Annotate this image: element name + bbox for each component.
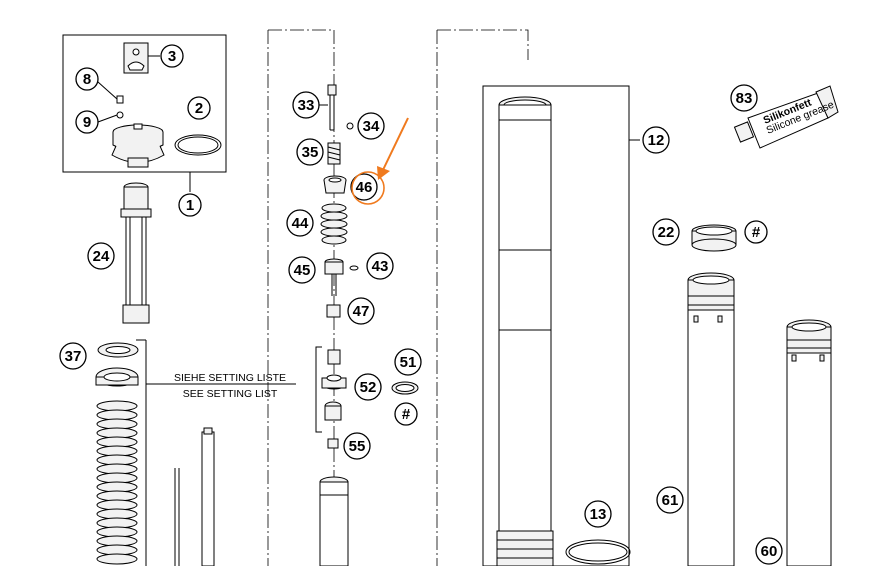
callout-22: 22 [652, 218, 680, 246]
svg-text:SIEHE SETTING LISTE: SIEHE SETTING LISTE [174, 372, 286, 384]
callout-35: 35 [296, 138, 324, 166]
outer-tube [496, 96, 554, 566]
svg-text:9: 9 [83, 114, 91, 131]
svg-text:45: 45 [294, 262, 311, 279]
spring-44 [320, 203, 348, 245]
spring-35 [327, 142, 341, 165]
guide-bushing-22 [691, 224, 737, 252]
callout-83: 83 [730, 84, 758, 112]
spring-coil [96, 553, 138, 565]
callout-hash-22: # [744, 220, 768, 244]
callout-1: 1 [178, 193, 202, 217]
o-ring-13 [565, 539, 631, 565]
inner-tube-60 [786, 319, 832, 566]
callouts: 1 2 3 8 9 12 13 22 # 24 33 34 35 46 44 4… [59, 44, 783, 565]
highlight-annotation [351, 117, 409, 205]
setting-list-group [315, 346, 419, 449]
callout-34: 34 [357, 112, 385, 140]
svg-text:47: 47 [353, 303, 370, 320]
svg-text:1: 1 [186, 197, 194, 214]
highlight-arrow [381, 117, 409, 173]
svg-text:37: 37 [65, 348, 82, 365]
svg-text:46: 46 [356, 179, 373, 196]
svg-text:83: 83 [736, 90, 753, 107]
valve-45 [324, 258, 359, 296]
svg-text:SEE SETTING LIST: SEE SETTING LIST [183, 388, 278, 400]
highlight-circle [351, 171, 385, 205]
callout-43: 43 [366, 252, 394, 280]
svg-text:43: 43 [372, 258, 389, 275]
callout-33: 33 [292, 91, 320, 119]
svg-text:#: # [752, 224, 761, 241]
washer-9 [116, 111, 124, 119]
callout-hash-52: # [394, 402, 418, 426]
svg-text:#: # [402, 406, 411, 423]
outer-tube-group [482, 85, 640, 566]
callout-13: 13 [584, 500, 612, 528]
callout-47: 47 [347, 297, 375, 325]
svg-text:34: 34 [363, 118, 380, 135]
svg-text:60: 60 [761, 543, 778, 560]
valve-needle-33 [318, 84, 337, 131]
ball-34 [346, 122, 354, 130]
svg-text:13: 13 [590, 506, 607, 523]
callout-37: 37 [59, 342, 87, 370]
callout-52: 52 [354, 373, 382, 401]
callout-12: 12 [642, 126, 670, 154]
damper-rod-tube [319, 476, 349, 566]
callout-55: 55 [343, 432, 371, 460]
callout-45: 45 [288, 256, 316, 284]
svg-text:22: 22 [658, 224, 675, 241]
spring-stack [95, 339, 296, 566]
callout-46: 46 [350, 173, 378, 201]
cap-assembly-group [62, 34, 227, 192]
o-ring-2 [174, 134, 222, 156]
svg-text:35: 35 [302, 144, 319, 161]
highlight-arrowhead [377, 166, 390, 180]
inner-tube-61 [687, 272, 735, 566]
svg-text:24: 24 [93, 248, 110, 265]
callout-61: 61 [656, 486, 684, 514]
svg-text:2: 2 [195, 100, 203, 117]
svg-text:61: 61 [662, 492, 679, 509]
callout-44: 44 [286, 209, 314, 237]
svg-text:33: 33 [298, 97, 315, 114]
callout-51: 51 [394, 348, 422, 376]
callout-60: 60 [755, 537, 783, 565]
main-spring [96, 400, 138, 565]
svg-text:51: 51 [400, 354, 417, 371]
callout-3: 3 [160, 44, 184, 68]
cartridge-24 [120, 182, 152, 324]
callout-2: 2 [187, 96, 211, 120]
svg-text:52: 52 [360, 379, 377, 396]
rods [174, 427, 215, 566]
svg-text:8: 8 [83, 71, 91, 88]
callout-9: 9 [75, 110, 99, 134]
bushing-46 [323, 175, 347, 194]
nut-47 [326, 304, 341, 318]
callout-8: 8 [75, 67, 99, 91]
svg-text:55: 55 [349, 438, 366, 455]
svg-text:3: 3 [168, 48, 176, 65]
screw-8 [116, 95, 124, 104]
svg-text:12: 12 [648, 132, 665, 149]
callout-24: 24 [87, 242, 115, 270]
setting-list-note: SIEHE SETTING LISTE SEE SETTING LIST [174, 372, 286, 400]
svg-text:44: 44 [292, 215, 309, 232]
fork-cap [111, 123, 165, 168]
